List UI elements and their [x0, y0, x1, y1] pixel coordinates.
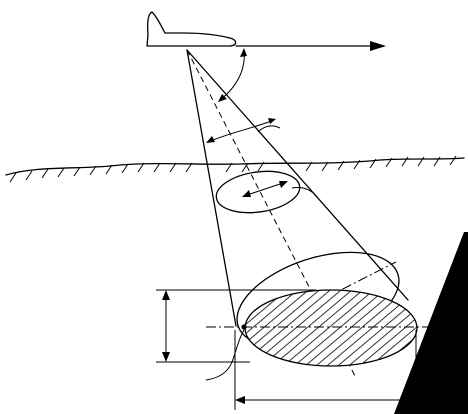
- beam-width-angle: [206, 118, 281, 143]
- footprint-width-dimension: [156, 289, 316, 363]
- aircraft: [146, 11, 237, 47]
- beam-section-at-depth: [215, 170, 319, 214]
- sonar-beam-cone: [186, 49, 409, 327]
- insonified-area: [205, 289, 430, 381]
- water-surface: [5, 155, 465, 183]
- dark-wedge-overlay: [394, 232, 468, 414]
- depression-angle: [218, 48, 247, 102]
- flight-direction-arrow: [235, 41, 386, 51]
